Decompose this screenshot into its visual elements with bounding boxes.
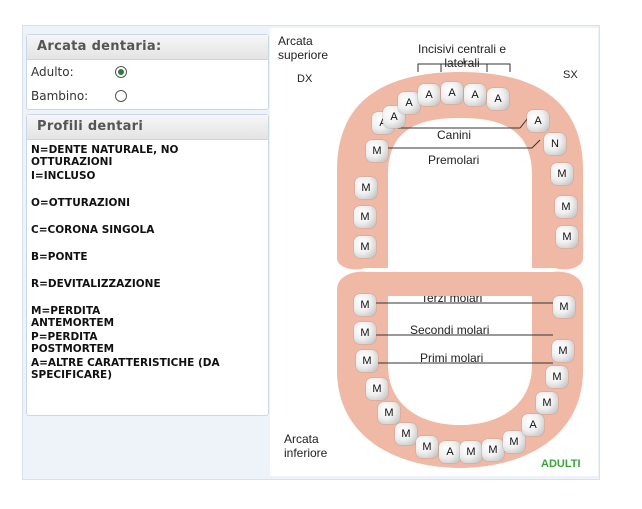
first-molars-label: Primi molari bbox=[420, 351, 484, 365]
arch-select-panel: Arcata dentaria: Adulto: Bambino: bbox=[26, 34, 269, 110]
legend-item-c: C=CORONA SINGOLA bbox=[31, 224, 155, 236]
upper-tooth[interactable]: A bbox=[487, 88, 509, 110]
legend-item-o: O=OTTURAZIONI bbox=[31, 197, 131, 209]
legend-item-p: P=PERDITA POSTMORTEM bbox=[31, 331, 115, 355]
upper-tooth[interactable]: A bbox=[398, 92, 420, 114]
upper-tooth[interactable]: M bbox=[366, 140, 388, 162]
lower-tooth[interactable]: M bbox=[378, 402, 400, 424]
lower-tooth[interactable]: M bbox=[354, 322, 376, 344]
arch-panel-title: Arcata dentaria: bbox=[27, 35, 268, 60]
legend-item-i: I=INCLUSO bbox=[31, 170, 96, 182]
lower-tooth[interactable]: A bbox=[522, 414, 544, 436]
canines-label: Canini bbox=[437, 128, 472, 142]
profiles-panel: Profili dentari N=DENTE NATURALE, NO OTT… bbox=[26, 114, 269, 416]
legend-item-r: R=DEVITALIZZAZIONE bbox=[31, 278, 161, 290]
lower-tooth[interactable]: M bbox=[552, 340, 574, 362]
lower-tooth[interactable]: A bbox=[439, 441, 461, 463]
lower-arch-label: Arcata inferiore bbox=[284, 432, 328, 460]
left-side-label: SX bbox=[563, 69, 578, 81]
upper-tooth[interactable]: A bbox=[418, 84, 440, 106]
right-side-label: DX bbox=[297, 73, 313, 85]
legend-item-a: A=ALTRE CARATTERISTICHE (DA SPECIFICARE) bbox=[31, 357, 220, 381]
lower-tooth[interactable]: M bbox=[416, 436, 438, 458]
lower-tooth[interactable]: M bbox=[354, 294, 376, 316]
lower-tooth[interactable]: M bbox=[482, 439, 504, 461]
legend-item-b: B=PONTE bbox=[31, 251, 88, 263]
mode-label: ADULTI bbox=[541, 458, 581, 470]
premolars-label: Premolari bbox=[428, 153, 480, 167]
lower-tooth[interactable]: M bbox=[395, 423, 417, 445]
upper-tooth[interactable]: N bbox=[544, 133, 566, 155]
option-adult-label: Adulto: bbox=[31, 65, 74, 79]
option-adult[interactable]: Adulto: bbox=[27, 60, 268, 84]
upper-tooth[interactable]: M bbox=[555, 196, 577, 218]
option-child-label: Bambino: bbox=[31, 89, 89, 103]
profiles-panel-title: Profili dentari bbox=[27, 115, 268, 140]
lower-tooth[interactable]: M bbox=[536, 392, 558, 414]
legend-item-n: N=DENTE NATURALE, NO OTTURAZIONI bbox=[31, 144, 179, 168]
incisors-label: Incisivi centrali e laterali bbox=[417, 42, 507, 70]
legend-item-m: M=PERDITA ANTEMORTEM bbox=[31, 305, 115, 329]
upper-tooth[interactable]: A bbox=[464, 84, 486, 106]
lower-tooth[interactable]: M bbox=[366, 378, 388, 400]
upper-tooth[interactable]: M bbox=[355, 177, 377, 199]
upper-tooth[interactable]: M bbox=[551, 163, 573, 185]
lower-tooth[interactable]: M bbox=[356, 350, 378, 372]
upper-tooth[interactable]: A bbox=[527, 110, 549, 132]
child-radio[interactable] bbox=[115, 90, 127, 102]
lower-tooth[interactable]: M bbox=[553, 296, 575, 318]
upper-arch-label: Arcata superiore bbox=[278, 34, 329, 62]
option-child[interactable]: Bambino: bbox=[27, 84, 268, 108]
upper-tooth[interactable]: M bbox=[556, 226, 578, 248]
profiles-legend: N=DENTE NATURALE, NO OTTURAZIONI I=INCLU… bbox=[27, 140, 268, 383]
upper-tooth[interactable]: M bbox=[354, 236, 376, 258]
second-molars-label: Secondi molari bbox=[410, 323, 490, 337]
third-molars-label: Terzi molari bbox=[421, 291, 483, 305]
adult-radio[interactable] bbox=[115, 66, 127, 78]
lower-tooth[interactable]: M bbox=[503, 431, 525, 453]
upper-tooth[interactable]: A bbox=[441, 82, 463, 104]
lower-tooth[interactable]: M bbox=[460, 441, 482, 463]
upper-tooth[interactable]: M bbox=[354, 206, 376, 228]
lower-tooth[interactable]: M bbox=[546, 366, 568, 388]
